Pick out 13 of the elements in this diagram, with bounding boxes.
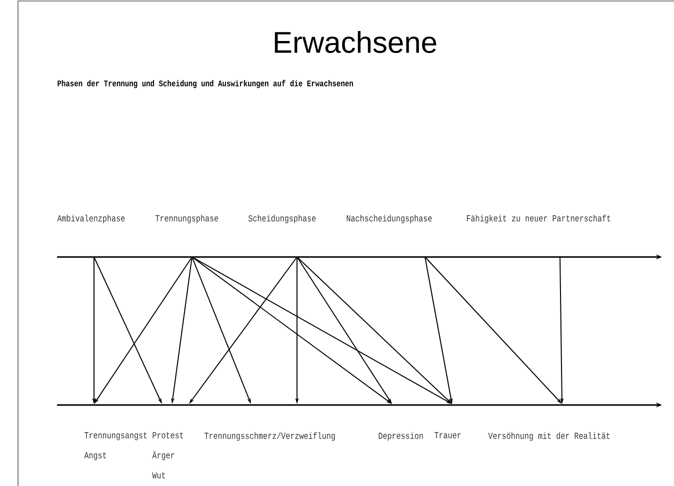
- phase-label: Nachscheidungsphase: [346, 214, 432, 224]
- emotion-label: Trennungsschmerz/Verzweiflung: [204, 432, 335, 441]
- emotion-label: Trennungsangst Angst: [84, 432, 147, 460]
- emotion-label: Protest Ärger Wut: [152, 432, 184, 478]
- emotion-label: Depression: [378, 432, 423, 441]
- phase-label: Scheidungsphase: [248, 214, 316, 224]
- emotion-label: Versöhnung mit der Realität: [488, 432, 610, 441]
- title: Erwachsene: [274, 30, 436, 54]
- subtitle: Phasen der Trennung und Scheidung und Auswirkungen auf die Erwachsenen: [58, 80, 353, 88]
- emotion-label: Trauer: [434, 432, 461, 438]
- phase-label: Trennungsphase: [156, 214, 218, 224]
- phase-label: Ambivalenzphase: [57, 214, 125, 224]
- phase-label: Fähigkeit zu neuer Partnerschaft: [466, 214, 610, 224]
